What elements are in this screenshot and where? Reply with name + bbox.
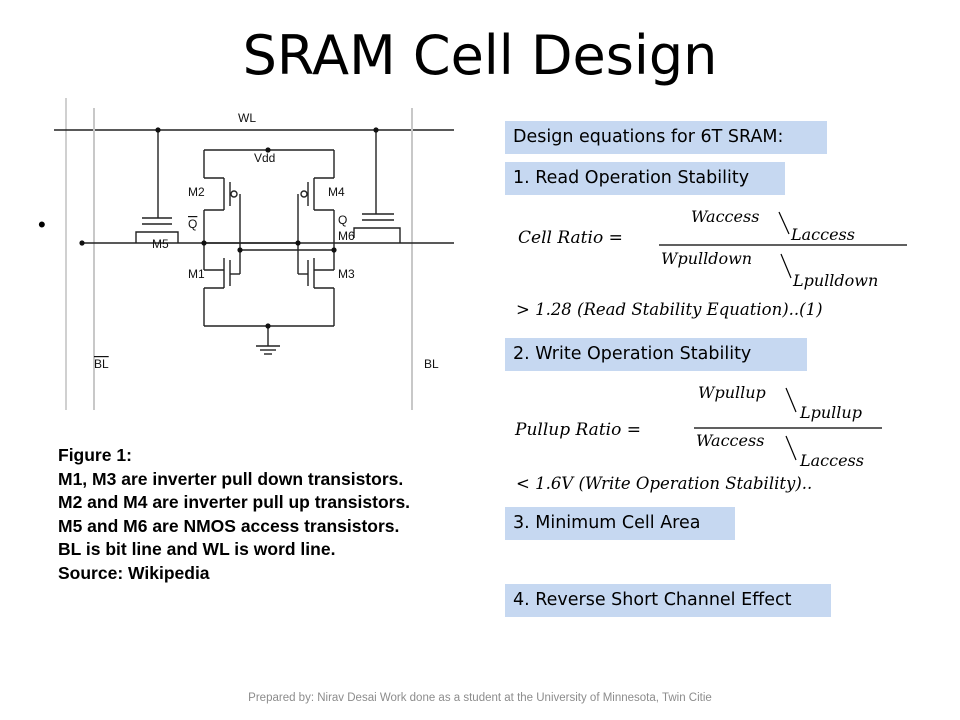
slide-footer: Prepared by: Nirav Desai Work done as a … [248, 692, 712, 704]
m6-label: M6 [338, 229, 355, 243]
wl-label: WL [238, 111, 256, 125]
m5-label: M5 [152, 237, 169, 251]
eq2-den-w: Waccess [696, 431, 764, 450]
eq1-condition: > 1.28 (Read Stability Equation)..(1) [516, 300, 823, 319]
design-heading-box: Design equations for 6T SRAM: [505, 121, 827, 154]
sram-6t-schematic: WL Vdd M2 M4 Q Q M5 M6 M1 M3 BL BL [54, 98, 454, 410]
eq2-fraction: Wpullup Lpullup Waccess Laccess [694, 383, 882, 470]
slide-title: SRAM Cell Design [242, 24, 718, 87]
caption-line: Figure 1: [58, 445, 132, 465]
section-min-cell-area: 3. Minimum Cell Area [505, 507, 735, 540]
m4-label: M4 [328, 185, 345, 199]
eq1-lhs: Cell Ratio = [518, 228, 623, 248]
caption-line: BL is bit line and WL is word line. [58, 539, 336, 559]
eq2-condition: < 1.6V (Write Operation Stability).. [516, 474, 813, 493]
qbar-label: Q [188, 217, 197, 231]
section-reverse-short-channel: 4. Reverse Short Channel Effect [505, 584, 831, 617]
figure-caption: Figure 1: M1, M3 are inverter pull down … [58, 444, 410, 585]
eq1-num-w: Waccess [691, 207, 759, 226]
m3-label: M3 [338, 267, 355, 281]
eq1-den-w: Wpulldown [661, 249, 752, 268]
m1-label: M1 [188, 267, 205, 281]
section-write-stability: 2. Write Operation Stability [505, 338, 807, 371]
q-label: Q [338, 213, 347, 227]
vdd-label: Vdd [254, 151, 275, 165]
eq1-den-l: Lpulldown [792, 271, 878, 290]
blbar-label: BL [94, 357, 109, 371]
eq1-num-l: Laccess [790, 225, 855, 244]
eq1-fraction: Waccess Laccess Wpulldown Lpulldown [659, 207, 907, 290]
eq2-num-w: Wpullup [698, 383, 766, 402]
caption-line: Source: Wikipedia [58, 562, 210, 583]
caption-line: M2 and M4 are inverter pull up transisto… [58, 492, 411, 512]
eq2-num-l: Lpullup [799, 403, 862, 422]
m2-label: M2 [188, 185, 205, 199]
bl-label: BL [424, 357, 439, 371]
eq2-den-l: Laccess [799, 451, 864, 470]
bullet-mark: • [38, 212, 46, 237]
caption-line: M1, M3 are inverter pull down transistor… [58, 468, 404, 489]
caption-line: M5 and M6 are NMOS access transistors. [58, 515, 400, 536]
eq2-lhs: Pullup Ratio = [515, 420, 641, 440]
section-read-stability: 1. Read Operation Stability [505, 162, 785, 195]
